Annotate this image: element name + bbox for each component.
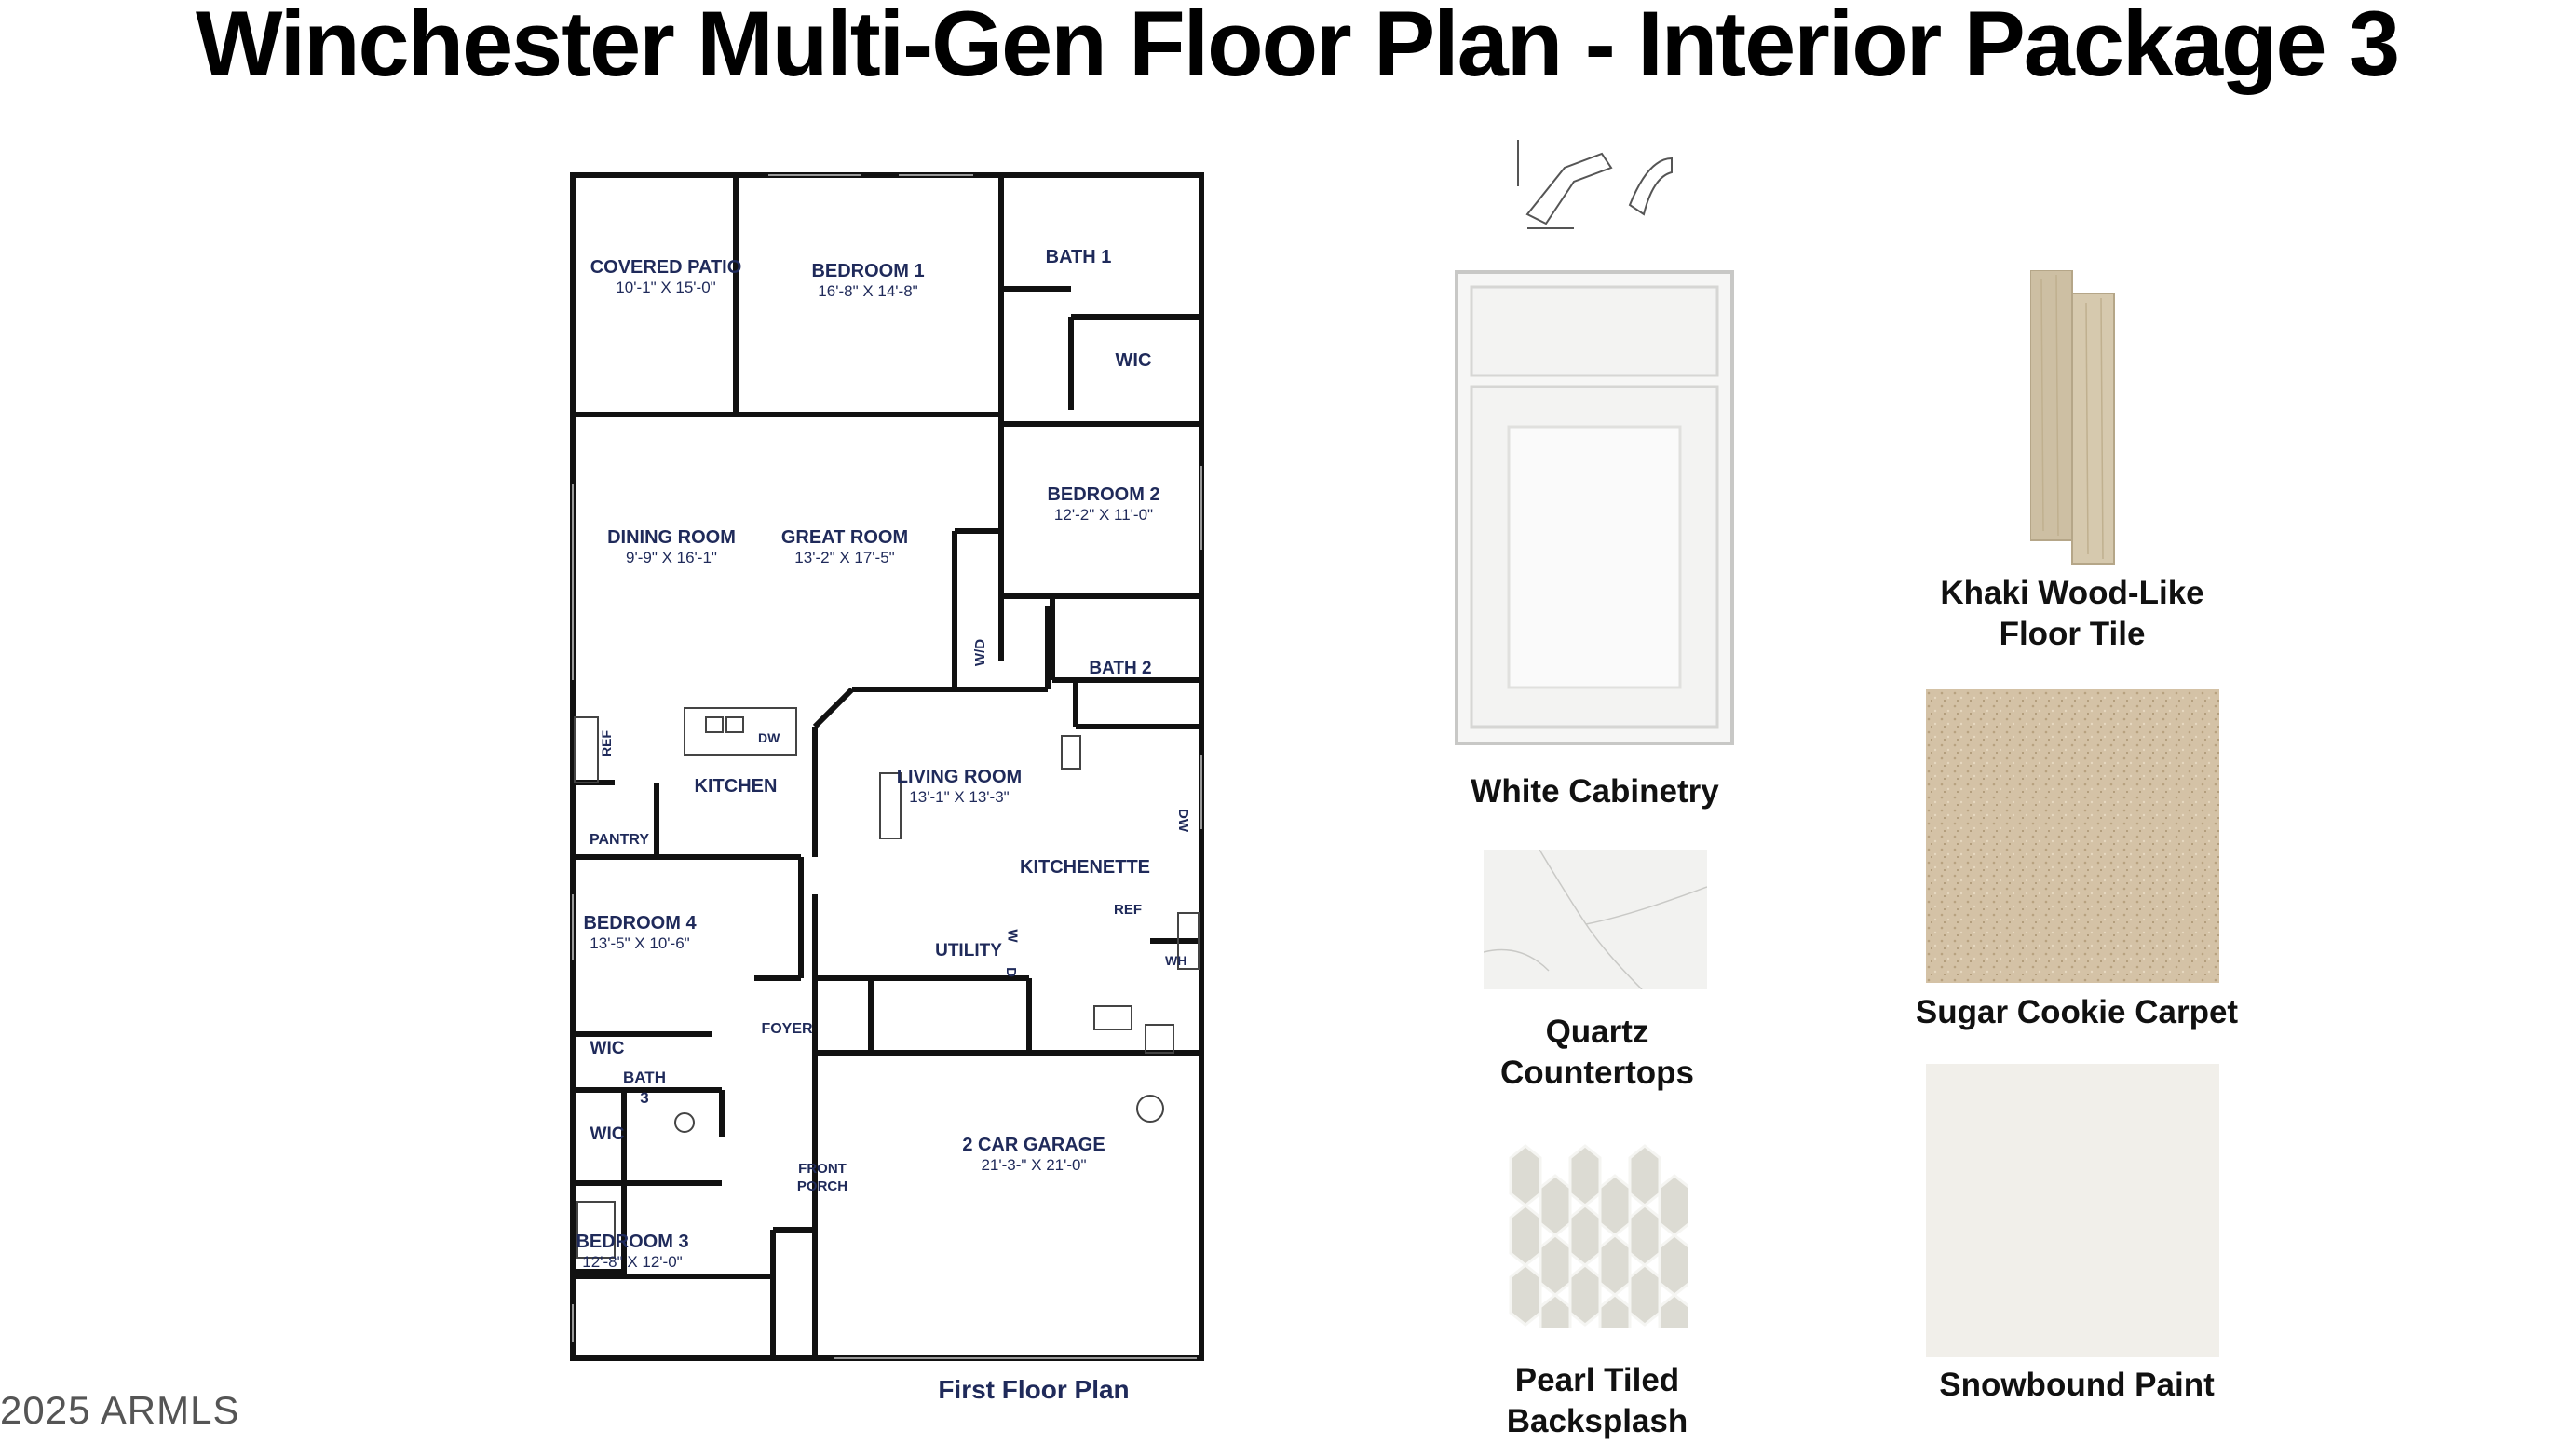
fixture-washer-dryer: W/D bbox=[972, 638, 989, 667]
room-2-car-garage: 2 CAR GARAGE 21'-3-" X 21'-0" bbox=[801, 1135, 1267, 1175]
room-bath-3: BATH 3 bbox=[617, 1068, 766, 1109]
room-great-room: GREAT ROOM 13'-2" X 17'-5" bbox=[612, 527, 1078, 567]
backsplash-tile bbox=[1568, 1263, 1602, 1327]
room-name: BATH 3 bbox=[623, 1069, 666, 1107]
fixture-dw-kitchenette: DW bbox=[1175, 809, 1191, 832]
room-dims: 16'-8" X 14'-8" bbox=[818, 282, 918, 300]
backsplash-tile bbox=[1509, 1263, 1542, 1327]
fixture-dryer: D bbox=[1002, 967, 1019, 977]
room-front-porch: FRONT PORCH bbox=[590, 1160, 1055, 1195]
room-bedroom-2: BEDROOM 2 12'-2" X 11'-0" bbox=[871, 484, 1336, 524]
room-name: WIC bbox=[590, 1039, 625, 1058]
room-utility: UTILITY bbox=[736, 941, 1201, 961]
backsplash-tile bbox=[1509, 1144, 1542, 1207]
room-name: BATH 1 bbox=[1045, 247, 1112, 267]
room-name: KITCHEN bbox=[694, 776, 778, 797]
room-kitchenette: KITCHENETTE bbox=[852, 857, 1318, 879]
backsplash-tile bbox=[1598, 1293, 1632, 1328]
room-name: GREAT ROOM bbox=[780, 527, 909, 548]
room-pantry: PANTRY bbox=[386, 832, 852, 849]
page-title: Winchester Multi-Gen Floor Plan - Interi… bbox=[196, 0, 2400, 95]
backsplash-tile bbox=[1628, 1263, 1661, 1327]
sugar-cookie-carpet-swatch bbox=[1926, 689, 2219, 983]
room-dining-room: DINING ROOM 9'-9" X 16'-1" bbox=[439, 527, 904, 567]
backsplash-tile bbox=[1658, 1174, 1688, 1237]
quartz-countertop-swatch bbox=[1484, 850, 1707, 989]
backsplash-tile bbox=[1539, 1174, 1572, 1237]
backsplash-tile bbox=[1539, 1293, 1572, 1328]
swatch-label-sugar-cookie-carpet: Sugar Cookie Carpet bbox=[1915, 994, 2239, 1030]
trim-profile-icon bbox=[1517, 140, 1673, 229]
backsplash-tile bbox=[1628, 1144, 1661, 1207]
room-name: BATH 2 bbox=[1089, 659, 1152, 678]
room-dims: 13'-5" X 10'-6" bbox=[590, 934, 690, 952]
room-wic-2: WIC bbox=[374, 1039, 840, 1059]
watermark: 2025 ARMLS bbox=[0, 1388, 240, 1432]
room-dims: 21'-3-" X 21'-0" bbox=[981, 1156, 1087, 1174]
room-kitchen: KITCHEN bbox=[503, 776, 969, 797]
room-bedroom-4: BEDROOM 4 13'-5" X 10'-6" bbox=[407, 913, 873, 953]
room-bedroom-1: BEDROOM 1 16'-8" X 14'-8" bbox=[635, 261, 1101, 301]
fixture-washer: W bbox=[1004, 929, 1021, 943]
room-dims: 13'-1" X 13'-3" bbox=[909, 788, 1010, 806]
fixture-water-heater: WH bbox=[1165, 953, 1187, 968]
room-bath-2: BATH 2 bbox=[888, 659, 1353, 679]
backsplash-tile bbox=[1509, 1204, 1542, 1267]
swatch-label-snowbound-paint: Snowbound Paint bbox=[1939, 1367, 2215, 1403]
swatch-label-pearl-backsplash: Pearl Tiled Backsplash bbox=[1506, 1362, 1688, 1439]
swatch-label-white-cabinetry: White Cabinetry bbox=[1471, 773, 1719, 810]
floor-plan bbox=[570, 172, 1204, 1361]
white-cabinetry-swatch bbox=[1455, 270, 1734, 745]
room-covered-patio: COVERED PATIO 10'-1" X 15'-0" bbox=[433, 256, 899, 297]
room-name: FOYER bbox=[761, 1021, 813, 1037]
room-name: BEDROOM 2 bbox=[1047, 484, 1160, 505]
room-name: FRONT PORCH bbox=[796, 1161, 848, 1194]
room-name: KITCHENETTE bbox=[1020, 857, 1150, 878]
room-name: BEDROOM 3 bbox=[576, 1232, 689, 1252]
room-name: BEDROOM 4 bbox=[583, 913, 697, 933]
pearl-tiled-backsplash-swatch bbox=[1509, 1144, 1688, 1328]
fixture-ref-kitchen: REF bbox=[599, 730, 614, 756]
swatch-label-quartz: Quartz Countertops bbox=[1499, 1014, 1695, 1091]
room-name: BEDROOM 1 bbox=[811, 261, 925, 281]
room-name: 2 CAR GARAGE bbox=[962, 1135, 1105, 1155]
room-dims: 9'-9" X 16'-1" bbox=[626, 549, 717, 566]
room-name: WIC bbox=[1115, 350, 1152, 371]
backsplash-tile bbox=[1598, 1174, 1632, 1237]
room-wic-3: WIC bbox=[374, 1124, 840, 1145]
room-dims: 12'-2" X 11'-0" bbox=[1053, 506, 1154, 524]
backsplash-tile bbox=[1598, 1233, 1632, 1297]
swatch-label-khaki-wood-tile: Khaki Wood-Like Floor Tile bbox=[1940, 575, 2204, 652]
room-dims: 10'-1" X 15'-0" bbox=[616, 279, 716, 296]
backsplash-tile bbox=[1539, 1233, 1572, 1297]
snowbound-paint-swatch bbox=[1926, 1064, 2219, 1357]
backsplash-tile bbox=[1658, 1233, 1688, 1297]
room-dims: 13'-2" X 17'-5" bbox=[794, 549, 895, 566]
room-name: COVERED PATIO bbox=[590, 257, 742, 278]
room-living-room: LIVING ROOM 13'-1" X 13'-3" bbox=[726, 767, 1192, 807]
backsplash-tile bbox=[1658, 1293, 1688, 1328]
fixture-ref-kitchenette: REF bbox=[1114, 902, 1142, 918]
khaki-wood-tile-swatch bbox=[2030, 270, 2115, 565]
room-name: UTILITY bbox=[935, 941, 1002, 960]
room-wic-1: WIC bbox=[901, 350, 1366, 372]
room-name: WIC bbox=[590, 1124, 625, 1144]
backsplash-tile bbox=[1568, 1144, 1602, 1207]
backsplash-tile bbox=[1628, 1204, 1661, 1267]
room-name: DINING ROOM bbox=[607, 527, 736, 548]
room-name: PANTRY bbox=[590, 832, 649, 848]
floor-plan-caption: First Floor Plan bbox=[938, 1375, 1130, 1404]
backsplash-tile bbox=[1568, 1204, 1602, 1267]
room-bath-1: BATH 1 bbox=[846, 247, 1311, 268]
room-bedroom-3: BEDROOM 3 12'-8" X 12'-0" bbox=[400, 1232, 865, 1272]
room-dims: 12'-8" X 12'-0" bbox=[582, 1253, 683, 1271]
fixture-dw-kitchen: DW bbox=[758, 730, 780, 745]
room-name: LIVING ROOM bbox=[896, 767, 1023, 787]
room-foyer: FOYER bbox=[554, 1021, 1020, 1038]
